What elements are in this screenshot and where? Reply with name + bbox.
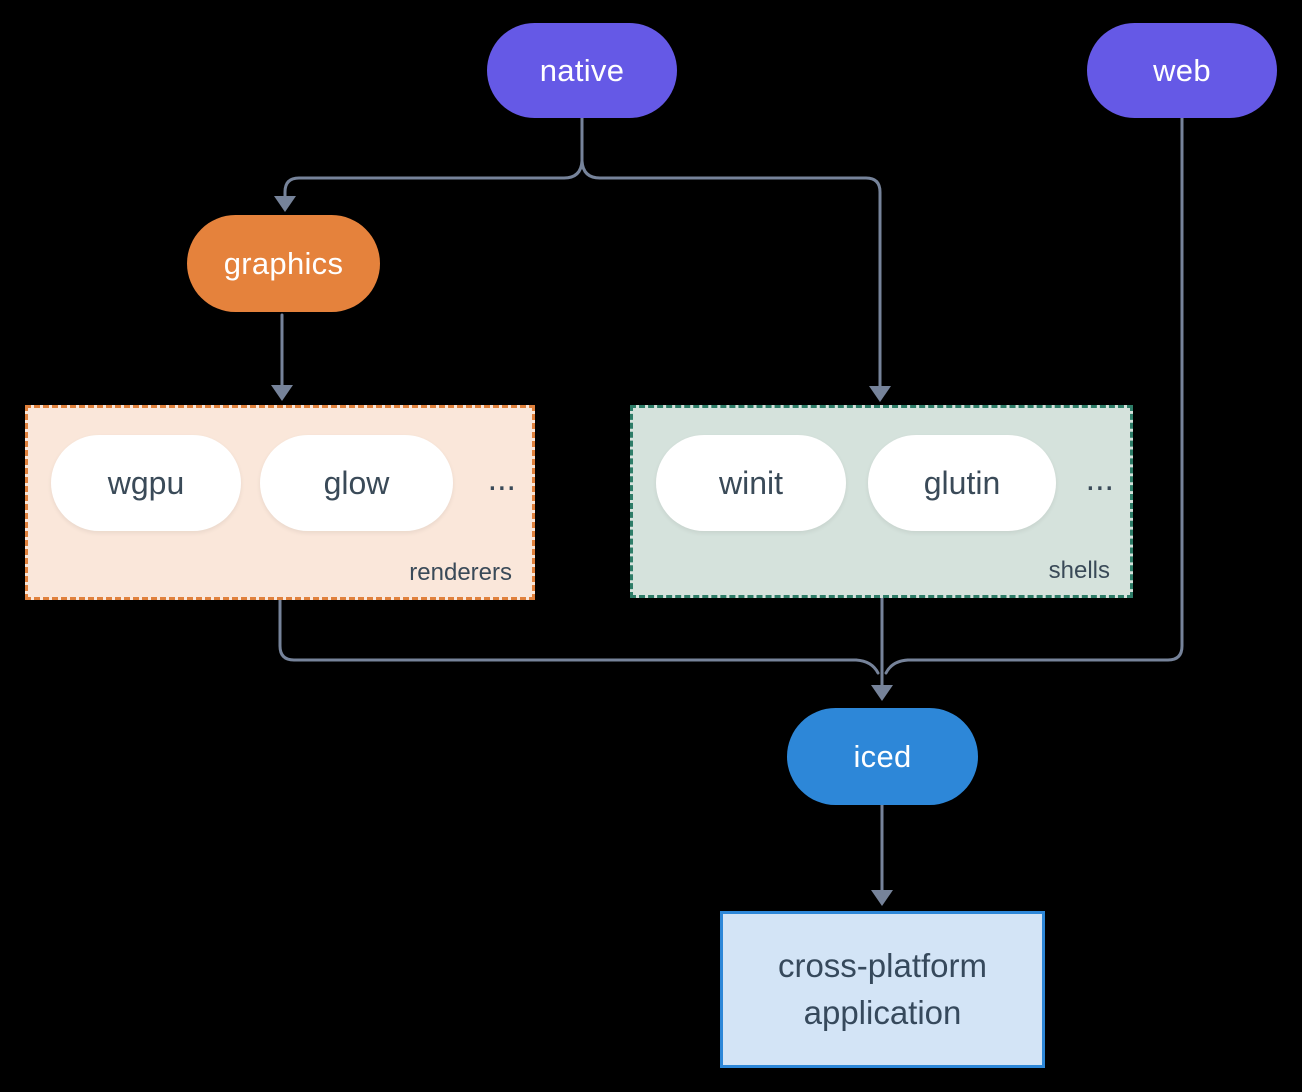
node-graphics-label: graphics	[223, 245, 344, 281]
edge-native-graphics	[283, 176, 566, 201]
node-web: web	[1087, 23, 1277, 118]
node-iced-label: iced	[853, 738, 912, 774]
arrowhead-into-app	[871, 890, 893, 906]
edge-renderers-merge	[278, 598, 858, 662]
shells-ellipsis: ...	[1085, 460, 1114, 498]
node-iced: iced	[787, 708, 978, 805]
app-label-line2: application	[803, 993, 962, 1031]
chip-glow: glow	[260, 435, 453, 531]
app-label-line1: cross-platform	[777, 946, 988, 984]
edge-split-flare-left	[562, 159, 584, 180]
edge-merge-left-curve	[854, 658, 880, 675]
node-graphics: graphics	[187, 215, 380, 312]
arrowhead-into-graphics	[274, 196, 296, 212]
renderers-ellipsis: ...	[487, 460, 516, 498]
shells-group-label: shells	[1048, 557, 1110, 584]
chip-glutin-label: glutin	[923, 464, 1001, 501]
cross-platform-application-box: cross-platform application	[720, 911, 1045, 1068]
edge-split-flare-right	[580, 159, 602, 180]
chip-glow-label: glow	[323, 464, 390, 501]
chip-glutin: glutin	[868, 435, 1056, 531]
edge-merge-right-curve	[884, 658, 910, 675]
arrowhead-into-iced	[871, 685, 893, 701]
chip-wgpu: wgpu	[51, 435, 241, 531]
node-web-label: web	[1153, 52, 1211, 88]
renderers-group-label: renderers	[409, 559, 512, 586]
chip-winit-label: winit	[718, 464, 783, 501]
arrowhead-into-renderers	[271, 385, 293, 401]
arrowhead-into-shells	[869, 386, 891, 402]
group-shells: winit glutin ... shells	[630, 405, 1133, 598]
chip-wgpu-label: wgpu	[107, 464, 185, 501]
group-renderers: wgpu glow ... renderers	[25, 405, 535, 600]
chip-winit: winit	[656, 435, 846, 531]
edge-native-shells	[598, 176, 882, 391]
node-native-label: native	[539, 52, 625, 88]
node-native: native	[487, 23, 677, 118]
